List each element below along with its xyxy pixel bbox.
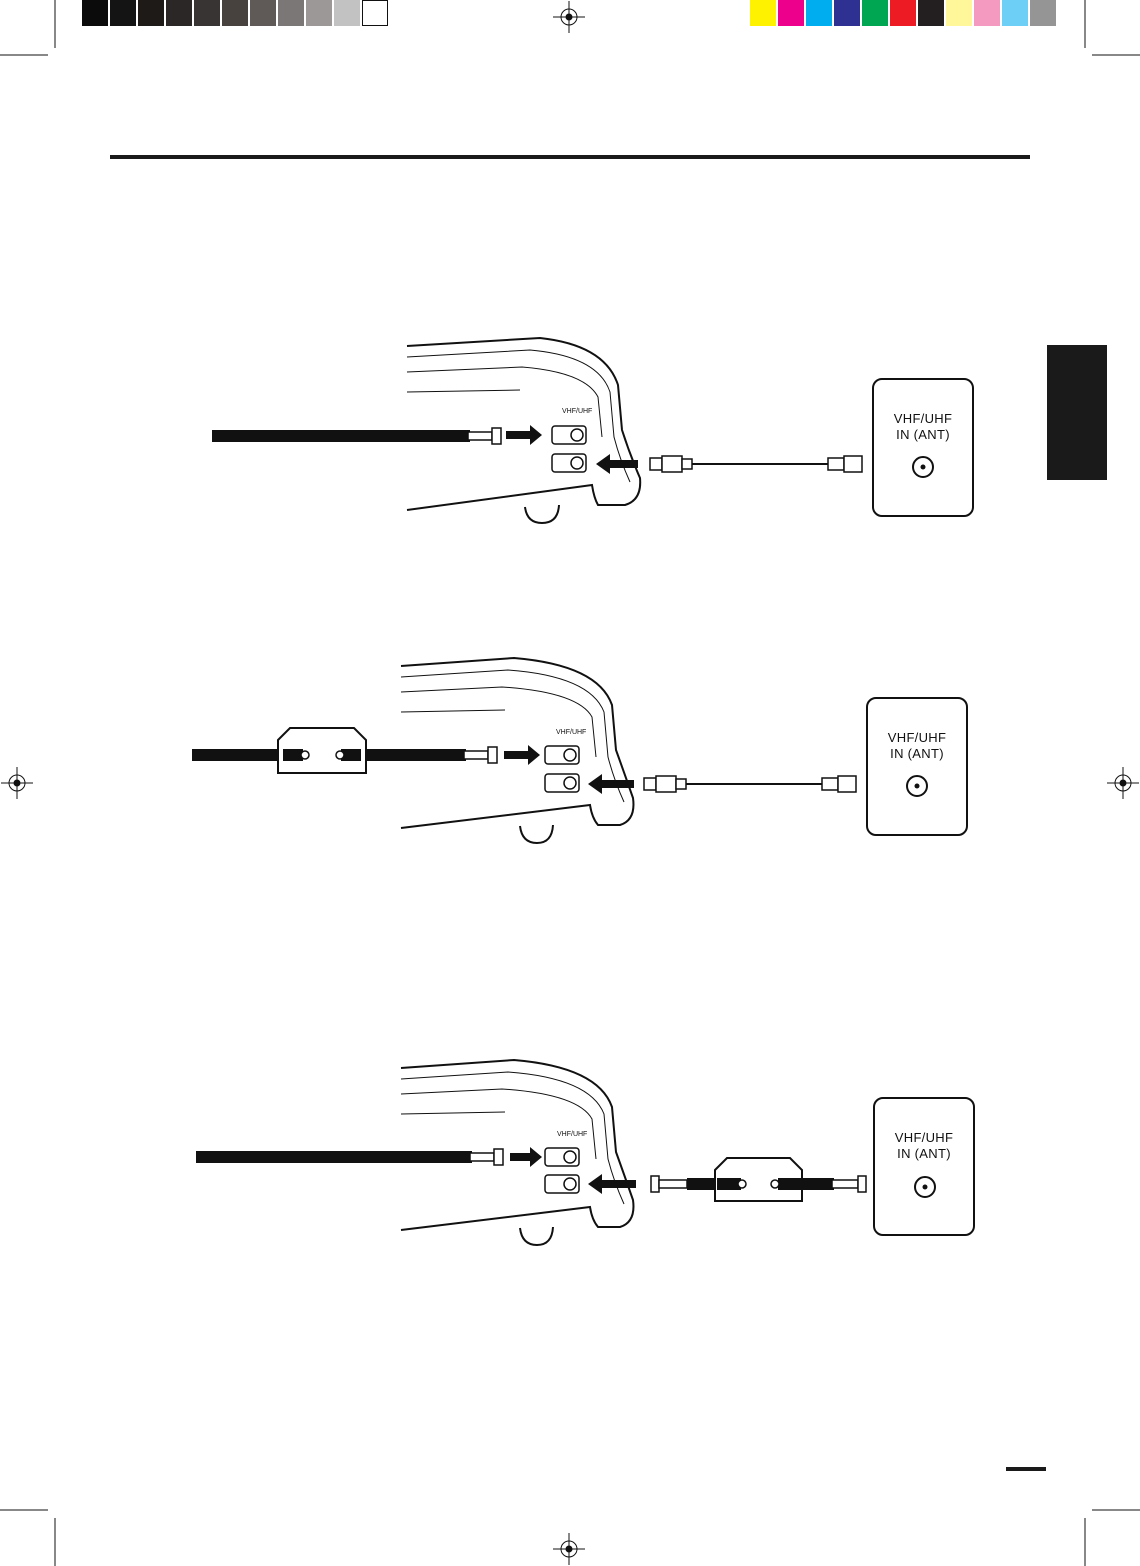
coaxial-cable [644, 776, 856, 792]
tv-label-line1: VHF/UHF [875, 1130, 973, 1146]
vcr-in-jack [552, 426, 586, 444]
antenna-jack-icon [912, 1174, 938, 1200]
coaxial-cable [650, 456, 862, 472]
coaxial-cable-with-matching-transformer [651, 1158, 866, 1201]
vcr-panel-label: VHF/UHF [556, 729, 586, 736]
vcr-out-jack [545, 1175, 579, 1193]
crosshair-icon [553, 1533, 585, 1565]
vcr-panel-label: VHF/UHF [562, 408, 592, 415]
tv-label-line1: VHF/UHF [868, 730, 966, 746]
antenna-cable [196, 1149, 503, 1165]
tv-label-line2: IN (ANT) [874, 427, 972, 443]
vcr-out-jack [552, 454, 586, 472]
crosshair-icon [553, 1, 585, 33]
tv-antenna-input: VHF/UHF IN (ANT) [872, 378, 974, 517]
antenna-cable [212, 428, 501, 444]
header-rule [110, 155, 1030, 159]
tv-label-line2: IN (ANT) [868, 746, 966, 762]
vcr-panel-label: VHF/UHF [557, 1131, 587, 1138]
tv-antenna-input: VHF/UHF IN (ANT) [873, 1097, 975, 1236]
tv-label-line1: VHF/UHF [874, 411, 972, 427]
tv-antenna-input: VHF/UHF IN (ANT) [866, 697, 968, 836]
antenna-jack-icon [910, 454, 936, 480]
vcr-in-jack [545, 746, 579, 764]
page-number-dash [1006, 1467, 1046, 1471]
antenna-jack-icon [904, 773, 930, 799]
tv-label-line2: IN (ANT) [875, 1146, 973, 1162]
vcr-in-jack [545, 1148, 579, 1166]
connection-diagram-2: VHF/UHF [0, 650, 1140, 870]
vcr-out-jack [545, 774, 579, 792]
